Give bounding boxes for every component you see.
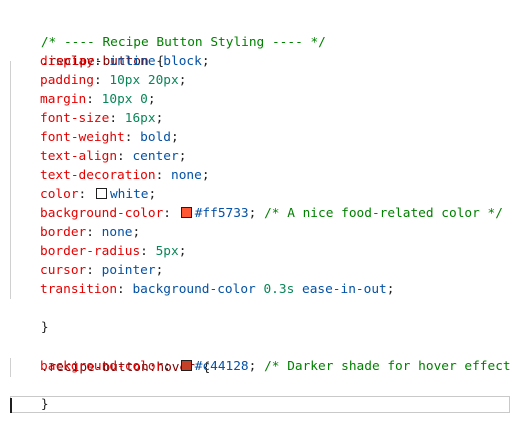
semicolon: ; <box>178 244 187 259</box>
semicolon: ; <box>178 149 187 164</box>
close-brace: } <box>40 320 49 335</box>
indent-guide-1 <box>10 61 11 299</box>
css-declaration: color: white; <box>10 185 517 204</box>
color-swatch[interactable] <box>180 360 192 371</box>
css-property: background-color <box>40 359 164 374</box>
css-declaration: padding: 10px 20px; <box>10 71 517 90</box>
code-line-hover-selector: .recipe-button:hover { <box>10 339 517 375</box>
css-declaration: background-color: #ff5733; /* A nice foo… <box>10 204 517 223</box>
css-value: pointer <box>101 263 156 278</box>
indent-guide-2 <box>10 358 11 377</box>
semicolon: ; <box>148 187 157 202</box>
colon: : <box>86 92 102 107</box>
css-declaration: border: none; <box>10 223 517 242</box>
code-line-1: /* ---- Recipe Button Styling ---- */ <box>10 14 517 50</box>
semicolon: ; <box>201 54 210 69</box>
css-property: text-align <box>40 149 118 164</box>
css-value: none <box>171 168 202 183</box>
css-property: padding <box>40 73 94 88</box>
semicolon: ; <box>132 225 141 240</box>
semicolon: ; <box>201 168 210 183</box>
css-property: cursor <box>40 263 87 278</box>
color-swatch[interactable] <box>180 207 192 218</box>
code-line-close-2: } <box>10 376 517 412</box>
css-value-part: background-color <box>132 282 264 297</box>
semicolon: ; <box>178 73 187 88</box>
css-property: border <box>40 225 87 240</box>
css-property: display <box>40 54 94 69</box>
css-declaration: text-align: center; <box>10 147 517 166</box>
selector-recipe-button-hover: .recipe-button:hover <box>40 360 195 375</box>
colon: : <box>109 111 125 126</box>
css-value: inline-block <box>109 54 202 69</box>
color-swatch[interactable] <box>95 188 107 199</box>
colon: : <box>117 149 133 164</box>
code-line-close-1: } <box>10 299 517 335</box>
css-declaration: font-size: 16px; <box>10 109 517 128</box>
css-declaration: border-radius: 5px; <box>10 242 517 261</box>
css-declaration: transition: background-color 0.3s ease-i… <box>10 280 517 299</box>
colon: : <box>163 206 179 221</box>
code-line-2: .recipe-button { <box>10 33 517 69</box>
colon: : <box>93 54 110 69</box>
open-brace: { <box>156 54 165 69</box>
open-brace: { <box>202 360 211 375</box>
css-value: 16px <box>124 111 156 126</box>
css-property: margin <box>40 92 87 107</box>
css-value: 10px 20px <box>109 73 179 88</box>
inline-comment: /* A nice food-related color */ <box>264 206 503 221</box>
semicolon: ; <box>155 111 164 126</box>
css-value: #c44128 <box>194 359 249 374</box>
css-property: color <box>40 187 79 202</box>
css-value: none <box>101 225 133 240</box>
css-value: 5px <box>155 244 179 259</box>
css-declaration: cursor: pointer; <box>10 261 517 280</box>
css-property: text-decoration <box>40 168 156 183</box>
colon: : <box>93 73 110 88</box>
text-cursor <box>10 398 12 413</box>
css-property: font-weight <box>40 130 125 145</box>
css-property: transition <box>40 282 118 297</box>
css-value-part: 0.3s <box>263 282 295 297</box>
css-declaration: margin: 10px 0; <box>10 90 517 109</box>
colon: : <box>140 244 156 259</box>
css-property: border-radius <box>40 244 141 259</box>
css-value: 10px 0 <box>101 92 148 107</box>
close-brace: } <box>40 397 49 412</box>
semicolon: ; <box>248 206 257 221</box>
colon: : <box>86 263 102 278</box>
inline-comment: /* Darker shade for hover effect <box>264 359 511 374</box>
colon: : <box>124 130 141 145</box>
colon: : <box>117 282 133 297</box>
current-line-highlight[interactable] <box>10 396 510 413</box>
css-property: background-color <box>40 206 164 221</box>
semicolon: ; <box>386 282 395 297</box>
colon: : <box>78 187 94 202</box>
css-declaration: font-weight: bold; <box>10 128 517 147</box>
semicolon: ; <box>147 92 156 107</box>
semicolon: ; <box>171 130 179 145</box>
css-property: font-size <box>40 111 110 126</box>
comment-header: /* ---- Recipe Button Styling ---- */ <box>40 35 326 50</box>
css-value-part: ease-in-out <box>294 282 387 297</box>
semicolon: ; <box>248 359 257 374</box>
css-declaration: text-decoration: none; <box>10 166 517 185</box>
colon: : <box>86 225 102 240</box>
colon: : <box>163 359 179 374</box>
selector-recipe-button: .recipe-button <box>40 54 149 69</box>
css-declaration: background-color: #c44128; /* Darker sha… <box>10 357 517 376</box>
css-value: #ff5733 <box>194 206 249 221</box>
css-value: bold <box>140 130 171 145</box>
css-value: white <box>109 187 149 202</box>
semicolon: ; <box>155 263 164 278</box>
css-declaration: display: inline-block; <box>10 52 517 71</box>
colon: : <box>155 168 171 183</box>
css-value: center <box>132 149 179 164</box>
